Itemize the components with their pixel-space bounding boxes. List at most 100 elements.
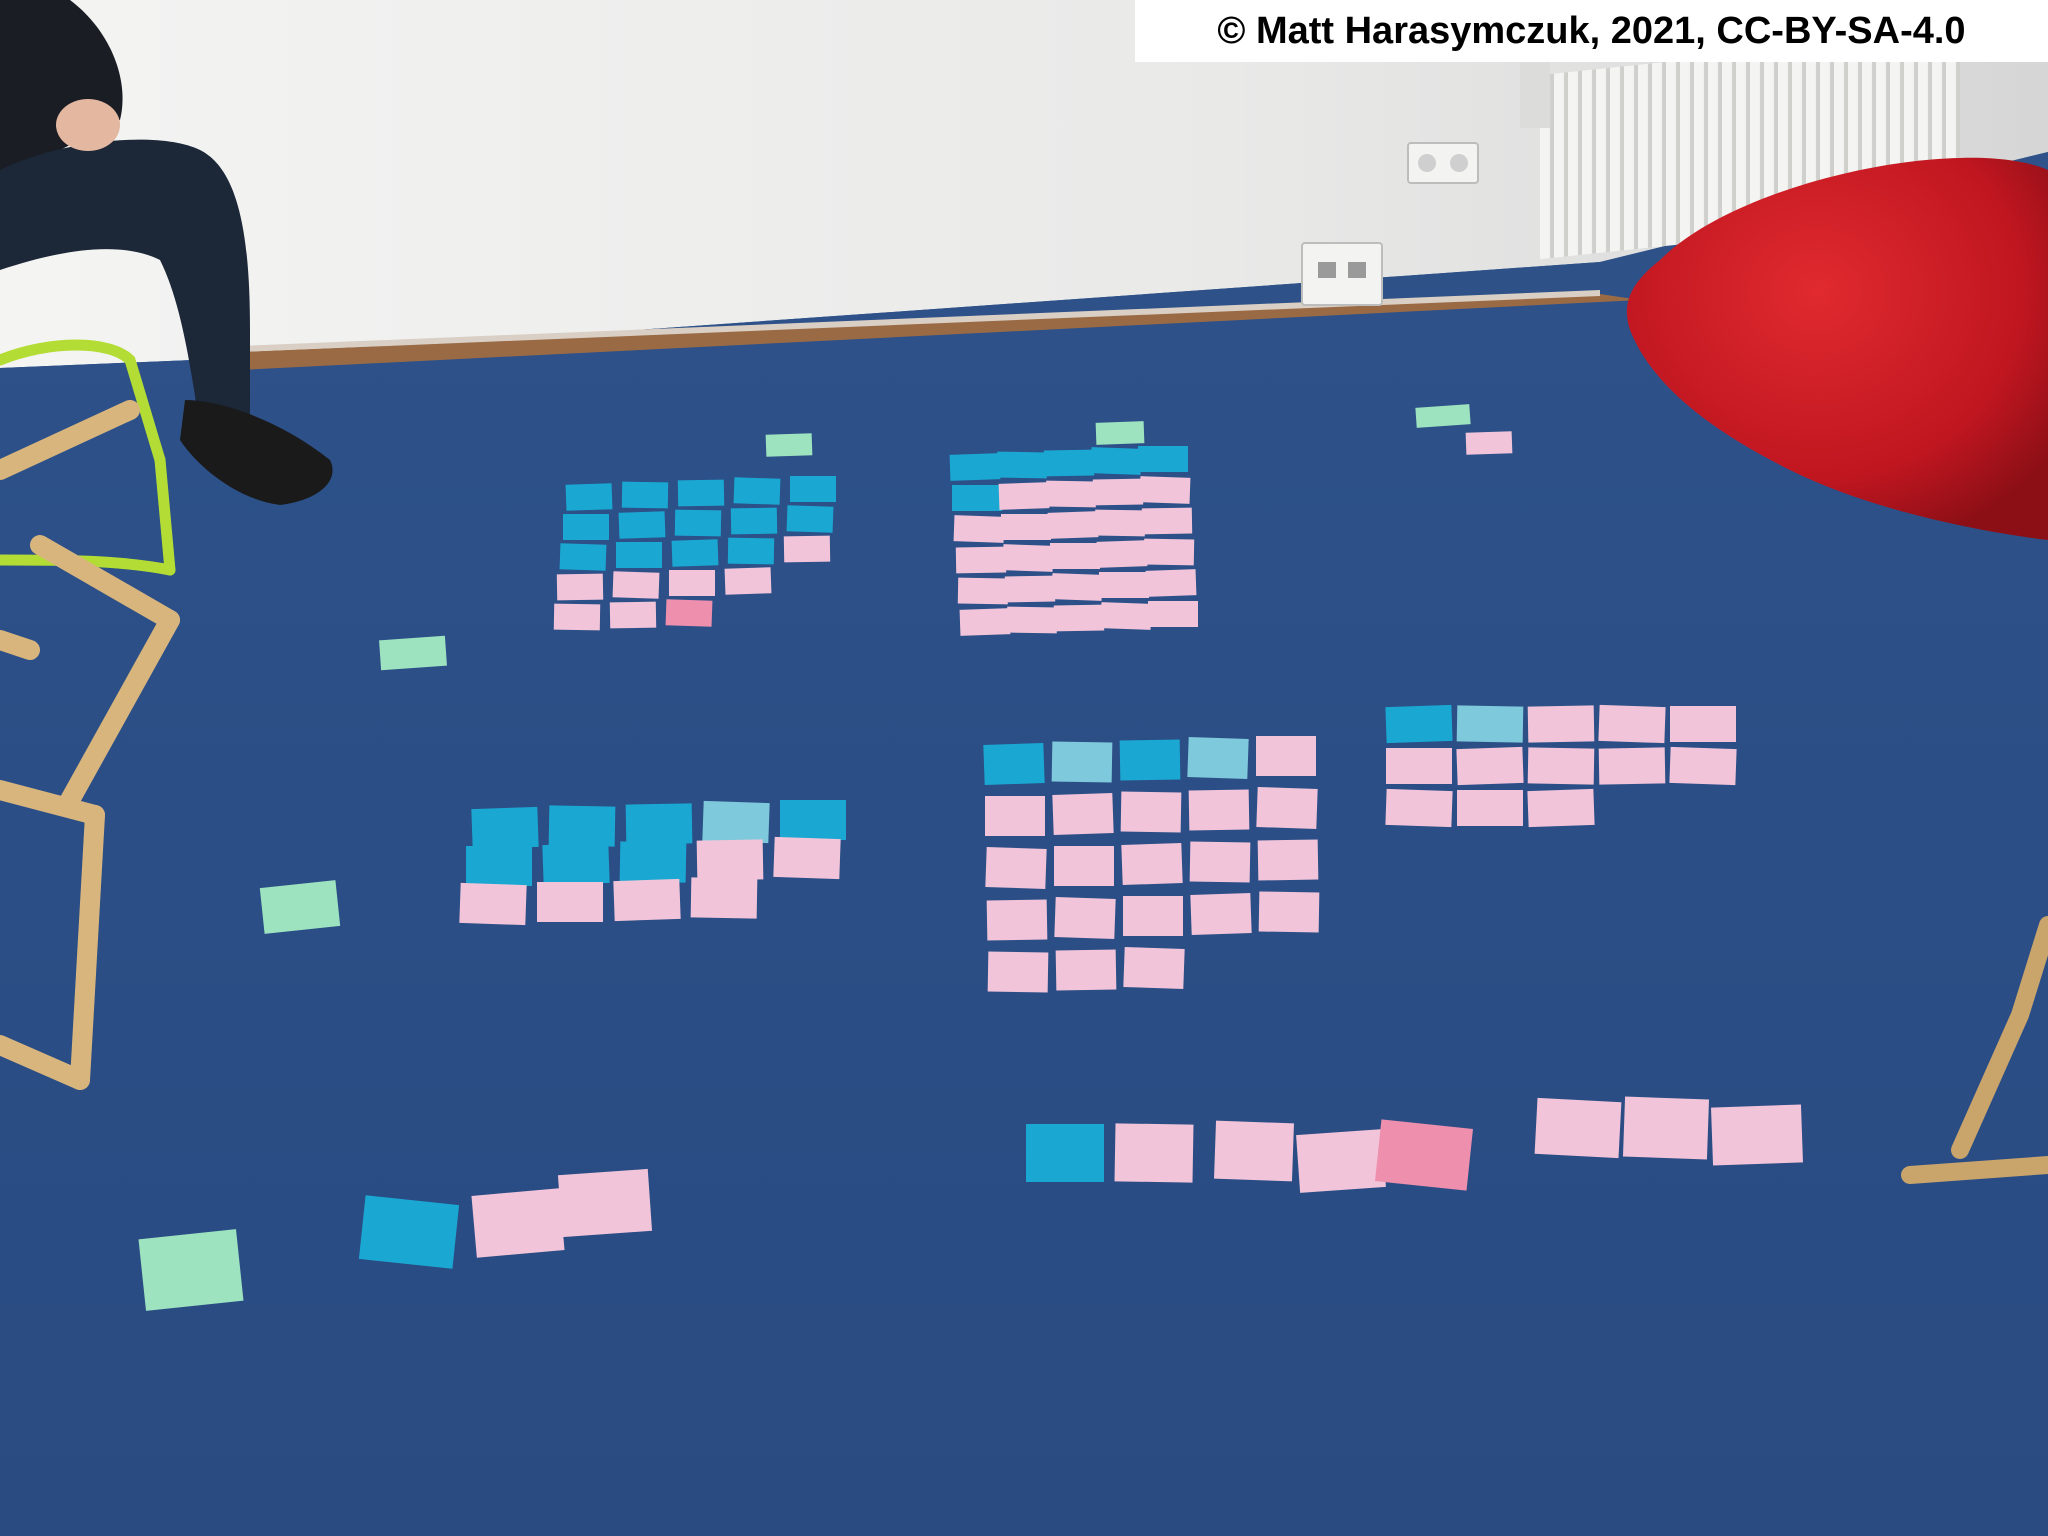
sticky-note [1527,788,1595,828]
sticky-note [1090,447,1142,475]
baseboard-top [240,290,1600,352]
sticky-note [1256,736,1316,776]
sticky-note [548,805,616,847]
sticky-note [690,877,758,919]
sticky-note [1004,575,1056,603]
sticky-note [1094,509,1146,537]
sticky-note [621,481,669,509]
sticky-note [786,505,834,533]
sticky-note [783,535,831,563]
sticky-note [1138,446,1188,472]
sticky-note [1456,746,1524,786]
sticky-note [358,1195,460,1269]
sticky-note [1121,842,1183,886]
sticky-note [559,543,607,571]
sticky-note [1026,1124,1104,1182]
sticky-note [959,608,1011,636]
sticky-note [1051,741,1113,783]
sticky-note [1670,706,1736,742]
sticky-note [1148,601,1198,627]
sticky-note [542,842,610,886]
lime-chair [0,339,176,576]
sticky-note [471,806,539,850]
sticky-note [1055,949,1117,991]
sticky-note [765,433,813,457]
sticky-note [702,800,770,844]
sticky-note [1002,544,1054,572]
sticky-note [1296,1129,1386,1193]
sticky-note [983,742,1045,786]
photo-credit: © Matt Harasymczuk, 2021, CC-BY-SA-4.0 [1135,0,2048,62]
sticky-note [466,846,532,886]
sticky-note [674,509,722,537]
sticky-note [471,1188,565,1258]
sticky-note [985,796,1045,836]
sticky-note [1123,896,1183,936]
sticky-note [616,542,662,568]
sticky-note [1043,449,1095,477]
sticky-note [1214,1120,1294,1182]
baseboard [240,294,1640,370]
sticky-note [1415,404,1471,428]
wooden-chair-right [1901,916,2048,1184]
sticky-note [665,599,713,627]
sticky-note [1099,572,1149,598]
sticky-note [1527,747,1595,785]
sticky-note [986,899,1048,941]
sticky-note [727,537,775,565]
sticky-note [790,476,836,502]
sticky-note [619,841,687,883]
sticky-note [556,573,604,601]
sticky-note [1054,896,1116,940]
sticky-note [1052,792,1114,836]
sticky-note [618,511,666,539]
sticky-note [949,453,1001,481]
sticky-note [987,951,1049,993]
sticky-note [1096,540,1148,568]
sticky-note [671,539,719,567]
wall-socket [1407,142,1479,184]
sticky-note [1256,786,1318,830]
red-bean-bag [1626,157,2048,540]
sticky-note [565,483,613,511]
sticky-note [996,451,1048,479]
sticky-note [1187,736,1249,780]
sticky-note [1100,602,1152,630]
sticky-note [1190,892,1252,936]
sticky-note [1456,705,1524,743]
network-socket [1301,242,1383,306]
sticky-note [1053,604,1105,632]
sticky-note [613,878,681,922]
sticky-note [1385,704,1453,744]
sticky-note [1258,891,1320,933]
sticky-note [612,571,660,599]
sticky-note [563,514,609,540]
carpet [0,152,2048,1536]
sticky-note [957,577,1009,605]
sticky-note [733,477,781,505]
sticky-note [1189,841,1251,883]
sticky-note [537,882,603,922]
sticky-note [1006,606,1058,634]
sticky-note [1375,1119,1473,1191]
sticky-note [724,567,772,595]
sticky-note [669,570,715,596]
sticky-note [1598,747,1666,785]
sticky-note [1598,704,1666,744]
sticky-note [1534,1097,1622,1159]
sticky-note [1123,946,1185,990]
sticky-note [459,882,527,926]
sticky-note [1465,431,1513,455]
sticky-note [1188,789,1250,831]
sticky-note [952,485,1002,511]
sticky-note [773,836,841,880]
sticky-note [1527,705,1595,743]
sticky-note [696,839,764,881]
sticky-note [379,635,447,671]
sticky-note [1457,790,1523,826]
sticky-note [1711,1104,1803,1166]
sticky-note [1045,480,1097,508]
sticky-note [998,482,1050,510]
sticky-note [1386,748,1452,784]
